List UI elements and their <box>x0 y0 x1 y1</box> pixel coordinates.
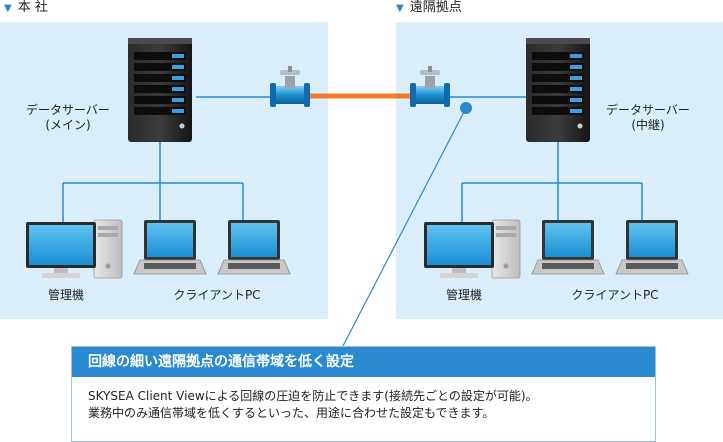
desktop-pc-icon-remote <box>424 219 521 279</box>
laptop-icon-honsha-1 <box>133 220 207 275</box>
site-label-remote: ▼ 遠隔拠点 <box>396 0 462 17</box>
callout-pointer-line <box>342 107 467 347</box>
marker-dot <box>460 102 472 114</box>
server-label-honsha-line2: (メイン) <box>45 118 91 132</box>
triangle-down-icon: ▼ <box>4 3 12 14</box>
server-label-honsha-line1: データサーバー <box>26 103 110 117</box>
server-label-honsha: データサーバー (メイン) <box>20 103 116 133</box>
callout-body: SKYSEA Client Viewによる回線の圧迫を防止できます(接続先ごとの… <box>72 377 655 422</box>
callout-body-line1: SKYSEA Client Viewによる回線の圧迫を防止できます(接続先ごとの… <box>88 389 538 403</box>
server-icon-honsha <box>128 38 192 142</box>
admin-label-remote: 管理機 <box>445 288 482 302</box>
site-label-honsha: ▼ 本 社 <box>4 0 48 17</box>
site-label-honsha-text: 本 社 <box>17 0 48 15</box>
remote-network-lines <box>447 96 643 222</box>
desktop-pc-icon-honsha <box>26 219 123 279</box>
laptop-icon-honsha-2 <box>217 220 291 275</box>
client-label-remote: クライアントPC <box>571 288 659 302</box>
server-icon-remote <box>526 38 590 142</box>
callout-title: 回線の細い遠隔拠点の通信帯域を低く設定 <box>72 347 655 377</box>
honsha-network-lines <box>62 96 277 222</box>
server-label-remote-line1: データサーバー <box>606 103 690 117</box>
laptop-icon-remote-1 <box>531 220 605 275</box>
callout-box: 回線の細い遠隔拠点の通信帯域を低く設定 SKYSEA Client Viewによ… <box>71 346 656 442</box>
server-label-remote: データサーバー (中継) <box>598 103 698 133</box>
laptop-icon-remote-2 <box>615 220 689 275</box>
triangle-down-icon: ▼ <box>396 3 404 14</box>
server-label-remote-line2: (中継) <box>631 118 665 132</box>
client-label-honsha: クライアントPC <box>173 288 261 302</box>
valve-icon-remote <box>410 66 450 107</box>
callout-body-line2: 業務中のみ通信帯域を低くするといった、用途に合わせた設定もできます。 <box>88 406 495 420</box>
admin-label-honsha: 管理機 <box>47 288 84 302</box>
valve-icon-honsha <box>270 66 310 107</box>
site-label-remote-text: 遠隔拠点 <box>409 0 462 15</box>
